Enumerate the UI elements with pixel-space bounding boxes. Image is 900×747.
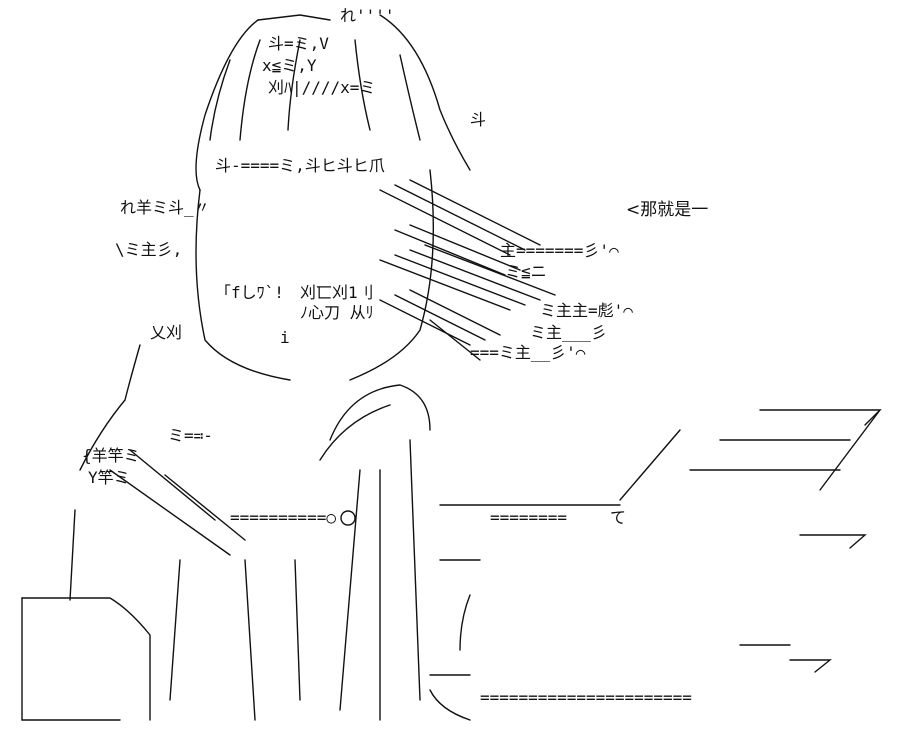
body-kanji-1: {羊竿ミ — [82, 446, 140, 465]
arm-raised-1 — [329, 384, 431, 441]
arm-raised-2 — [319, 404, 391, 461]
wing-text-2: ====================== — [480, 688, 692, 707]
arm-raised-4 — [409, 439, 421, 701]
hair-strand-2 — [239, 39, 261, 141]
top-line-1: 斗=ミ,V — [268, 34, 329, 53]
torso-line-3 — [294, 559, 301, 701]
top-line-3: 刈ﾊ|////x=ミ — [268, 78, 376, 97]
hair-outline — [195, 19, 259, 191]
head-right: 斗 — [470, 110, 487, 129]
circle-line: ==========○ — [230, 508, 336, 527]
hair-outline-3 — [379, 14, 471, 171]
wing-low-1 — [459, 594, 471, 651]
nose: i — [280, 328, 290, 347]
hair-strand-3 — [287, 39, 301, 131]
side-kanji-2: \ミ主彡, — [115, 240, 183, 259]
circle-mark — [340, 510, 356, 526]
wing-diag-1 — [619, 429, 681, 501]
top-line-4: 斗-====ミ,斗ヒ斗ヒ爪 — [215, 156, 385, 175]
arm-left-3 — [164, 474, 246, 541]
arm-left — [129, 449, 216, 521]
wing-diag-2 — [819, 409, 881, 491]
box-outline — [21, 597, 151, 721]
torso-line-1 — [169, 559, 181, 701]
head-tag: れ'''' — [340, 6, 395, 25]
speech-text: <那就是一 — [626, 200, 709, 220]
hair-strand-4 — [354, 39, 371, 131]
speed-row-3: ミ主主=彪'⌒ — [540, 301, 633, 320]
speed-row-4: ミ主___彡 — [530, 323, 607, 342]
body-left — [69, 509, 76, 601]
face-contour-left — [195, 189, 291, 381]
side-kanji-3: 乂刈 — [150, 323, 183, 342]
arm-left-2 — [109, 469, 231, 556]
body-kanji-2: Y竿ミ — [88, 468, 130, 487]
wing-label: て — [610, 508, 627, 527]
eye-left: 「fしﾜ`! — [215, 283, 284, 302]
wing-top-1 — [759, 409, 882, 426]
shoulder-left — [79, 344, 141, 471]
hair-strand-5 — [399, 54, 421, 141]
body-line: ミ=≕- — [168, 426, 213, 445]
eye-right: 刈匸刈1刂 — [300, 283, 374, 302]
wing-mid-1 — [799, 534, 867, 549]
hair-outline-2 — [257, 14, 331, 21]
speed-row-1: 主=======彡'⌒ — [500, 241, 619, 260]
hair-strand-1 — [209, 59, 231, 141]
wing-low-5 — [429, 689, 471, 721]
arm-raised-3 — [339, 469, 361, 711]
mouth: ﾉ心刀 从ﾘ — [300, 303, 374, 322]
torso-line-2 — [244, 559, 256, 721]
side-kanji-1: れ羊ミ斗_〃 — [120, 198, 210, 217]
wing-text-1: ======== — [490, 508, 568, 527]
wing-low-3 — [789, 659, 832, 673]
speed-row-5: ===ミ主__彡'⌒ — [470, 343, 586, 362]
top-line-2: x≦ミ,Y — [262, 56, 317, 75]
speed-row-2: ミ≦ニ — [505, 262, 547, 281]
